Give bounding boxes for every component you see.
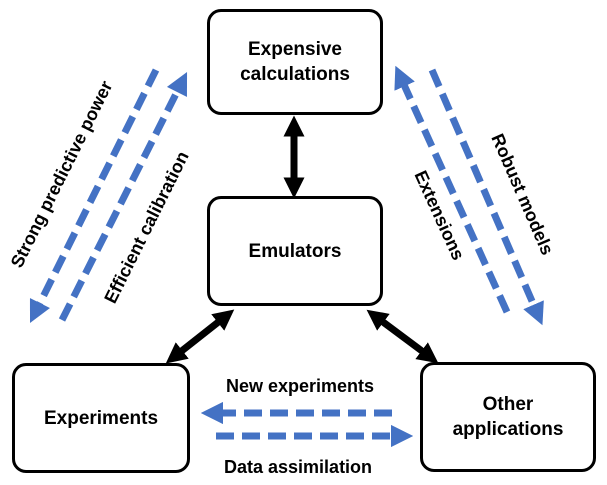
node-other-applications: Other applications xyxy=(420,362,596,472)
node-emulators: Emulators xyxy=(207,196,383,306)
node-experiments: Experiments xyxy=(12,363,190,473)
arrow-emulators-other xyxy=(366,309,439,364)
label-new-experiments: New experiments xyxy=(226,376,375,396)
node-emulators-label: Emulators xyxy=(248,240,342,262)
node-expensive-calculations-label: Expensive calculations xyxy=(240,39,350,85)
dashed-arrow-strong-predictive-power xyxy=(29,68,160,324)
label-data-assimilation: Data assimilation xyxy=(224,457,373,477)
dashed-arrow-robust-models xyxy=(428,68,544,326)
arrow-emulators-experiments xyxy=(165,309,235,364)
node-expensive-calculations: Expensive calculations xyxy=(207,9,383,115)
node-experiments-label: Experiments xyxy=(43,407,159,429)
node-other-applications-label: Other applications xyxy=(452,394,564,440)
dashed-arrow-efficient-calibration xyxy=(58,71,188,322)
dashed-arrow-extensions xyxy=(394,65,511,314)
